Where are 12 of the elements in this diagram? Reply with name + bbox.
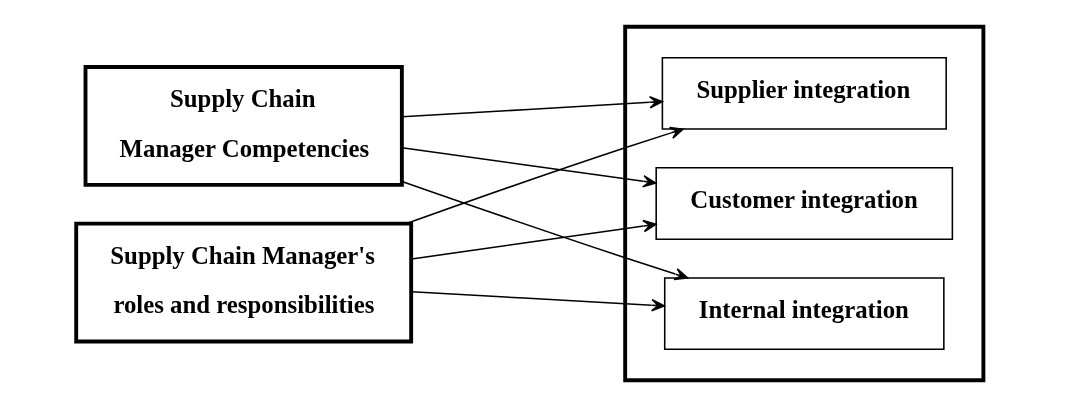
- cluster: [623, 24, 986, 383]
- node-box: Customer integration: [655, 167, 954, 240]
- node-box: Supplier integration: [661, 56, 947, 130]
- node-box: Supply Chain Manager Competencies: [83, 65, 404, 187]
- arrow: [401, 95, 664, 118]
- arrow: [410, 219, 657, 260]
- arrow: [405, 126, 684, 225]
- arrow: [401, 180, 689, 281]
- arrow: [401, 147, 657, 188]
- node-box: Internal integration: [663, 277, 945, 351]
- arrow: [410, 291, 666, 312]
- node-box: Supply Chain Manager's roles and responsibilities: [74, 221, 414, 344]
